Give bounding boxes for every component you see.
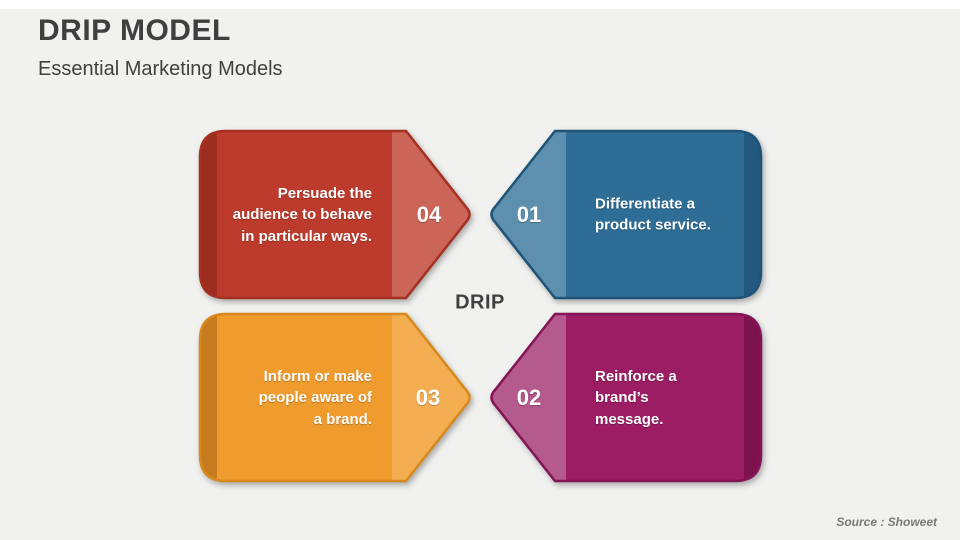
arrow-left-shape: [490, 129, 763, 300]
card-number: 01: [516, 202, 542, 227]
source-credit: Source : Showeet: [836, 515, 937, 529]
card-persuade: Persuade the audience to behave in parti…: [198, 129, 474, 300]
card-inform: Inform or make people aware of a brand. …: [198, 312, 474, 483]
card-number: 03: [415, 385, 441, 410]
card-text: Inform or make people aware of a brand.: [258, 367, 372, 428]
arrow-right-shape: [198, 129, 471, 300]
slide-title: DRIP MODEL: [38, 14, 231, 47]
card-number: 04: [416, 202, 442, 227]
card-differentiate: Differentiate a product service. 01: [487, 129, 763, 300]
card-text: Reinforce a brand’s message.: [595, 367, 677, 428]
drip-center-label: DRIP: [455, 291, 505, 314]
card-text: Persuade the audience to behave in parti…: [232, 184, 372, 245]
card-reinforce: Reinforce a brand’s message. 02: [487, 312, 763, 483]
arrow-left-shape: [490, 312, 763, 483]
card-number: 02: [516, 385, 542, 410]
slide-subtitle: Essential Marketing Models: [38, 58, 283, 80]
card-text: Differentiate a product service.: [595, 195, 711, 234]
top-strip: [0, 0, 960, 9]
arrow-right-shape: [198, 312, 471, 483]
